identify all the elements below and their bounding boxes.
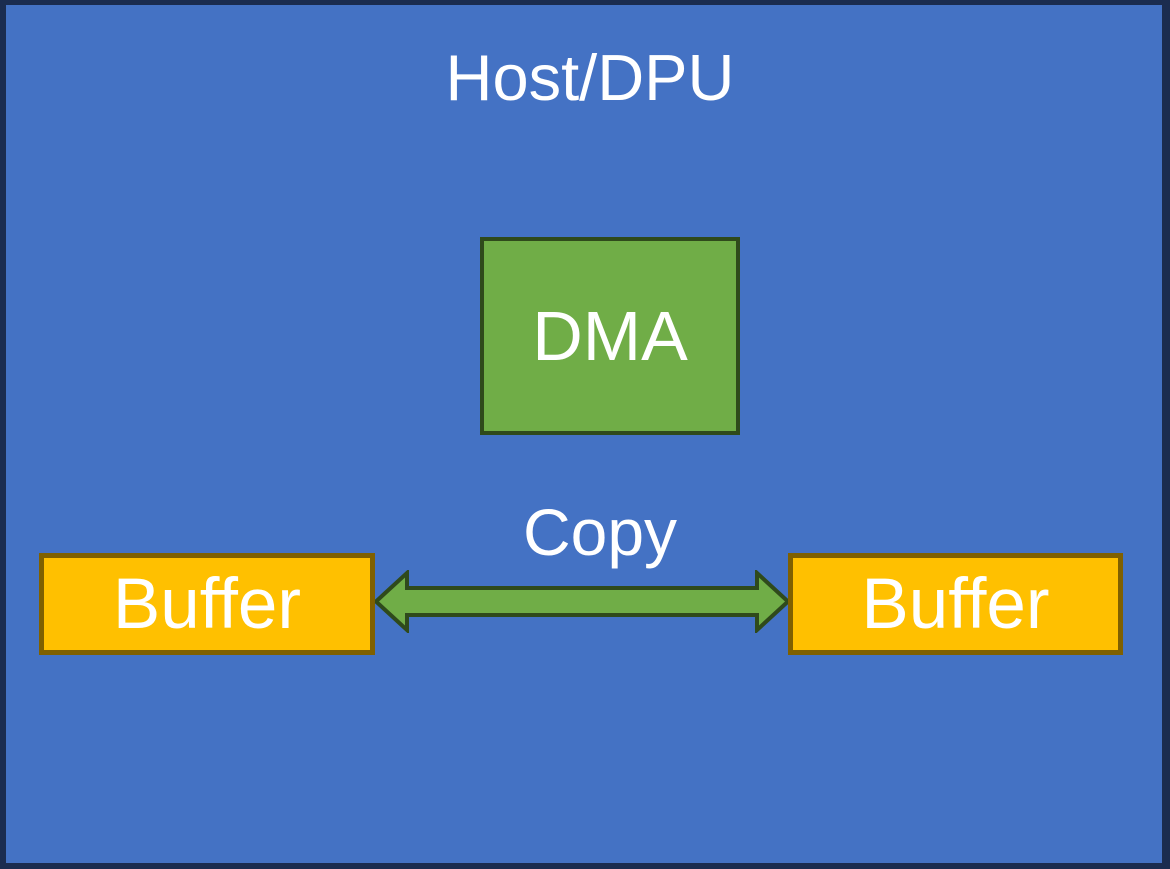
double-arrow-icon	[373, 570, 791, 633]
copy-label: Copy	[522, 495, 678, 569]
diagram-title: Host/DPU	[445, 41, 735, 114]
buffer-box-right: Buffer	[788, 553, 1123, 655]
buffer-right-label: Buffer	[861, 564, 1050, 644]
double-arrow-shape	[373, 570, 791, 633]
dma-label: DMA	[532, 297, 688, 375]
buffer-left-label: Buffer	[112, 564, 302, 644]
buffer-box-left: Buffer	[39, 553, 375, 655]
dma-box: DMA	[480, 237, 740, 435]
